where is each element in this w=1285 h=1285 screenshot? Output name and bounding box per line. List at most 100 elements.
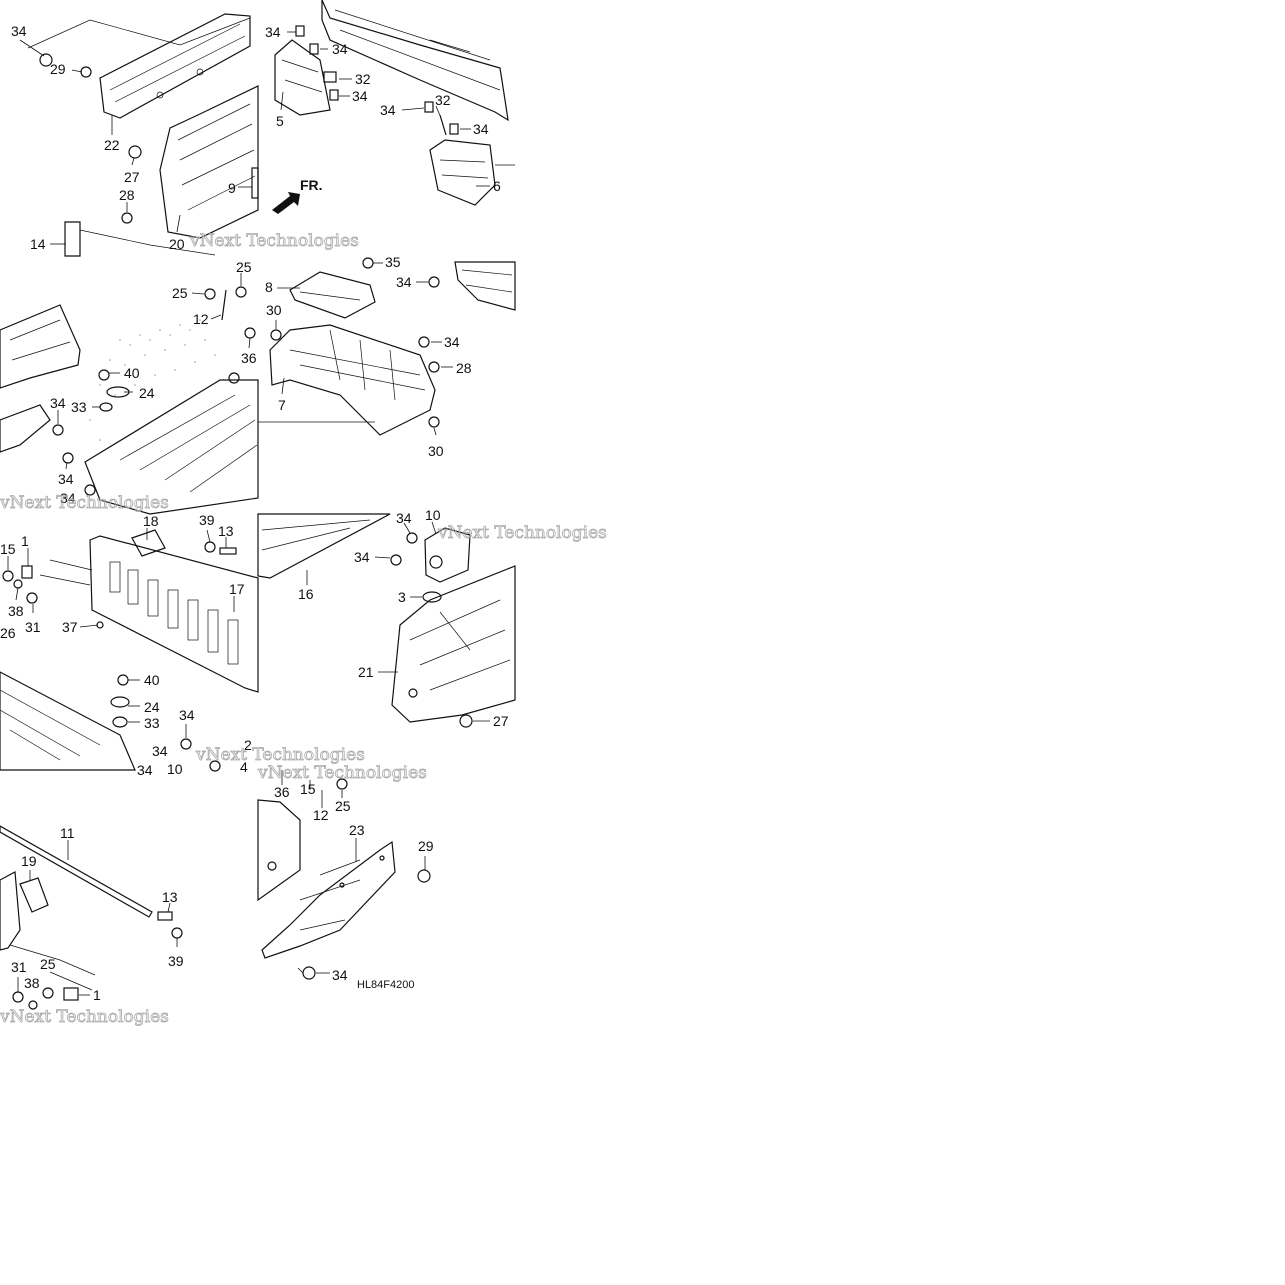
callout-10: 10	[167, 761, 183, 777]
callout-23: 23	[349, 822, 365, 838]
callout-29: 29	[418, 838, 434, 854]
front-direction-arrow	[272, 192, 300, 214]
callout-21: 21	[358, 664, 374, 680]
callout-16: 16	[298, 586, 314, 602]
watermark: vNext Technologies	[189, 231, 359, 251]
callout-34: 34	[380, 102, 396, 118]
callout-30: 30	[428, 443, 444, 459]
callout-34: 34	[354, 549, 370, 565]
callout-30: 30	[266, 302, 282, 318]
watermark: vNext Technologies	[437, 523, 607, 543]
tile-7: 11 19 13 39 31 25 38 1 vNext Technologie…	[0, 825, 184, 1027]
callout-22: 22	[104, 137, 120, 153]
watermark: vNext Technologies	[257, 763, 427, 783]
bed-side-inner-panel	[159, 85, 259, 239]
callout-2: 2	[244, 737, 252, 753]
callout-11: 11	[60, 825, 75, 841]
callout-34: 34	[332, 41, 348, 57]
callout-25: 25	[40, 956, 56, 972]
watermark: vNext Technologies	[195, 745, 365, 765]
callout-7: 7	[278, 397, 286, 413]
callout-19: 19	[21, 853, 37, 869]
watermark: vNext Technologies	[0, 493, 169, 513]
callout-15: 15	[300, 781, 316, 797]
front-bracket-left	[274, 39, 331, 116]
callout-34: 34	[396, 274, 412, 290]
tile-8: 36 15 12 25 23 29 34 HL84F4200 vNext Tec…	[257, 763, 434, 991]
callout-40: 40	[124, 365, 140, 381]
callout-31: 31	[25, 619, 41, 635]
callout-1: 1	[21, 533, 29, 549]
tile-3: 25 25 12 36 40 24 34 33 34 34 vNext Tech…	[0, 259, 259, 515]
callout-14: 14	[30, 236, 46, 252]
bed-floor	[0, 671, 136, 771]
tile-6: 34 10 34 16 3 21 27 vNext Technologies	[257, 507, 607, 729]
side-rail-panel	[99, 13, 251, 119]
callout-38: 38	[8, 603, 24, 619]
callout-25: 25	[335, 798, 351, 814]
tile-4: 35 8 34 30 34 28 7 30	[258, 254, 516, 459]
callout-38: 38	[24, 975, 40, 991]
callout-25: 25	[236, 259, 252, 275]
callout-29: 29	[50, 61, 66, 77]
front-bracket-right	[429, 139, 496, 206]
callout-28: 28	[119, 187, 135, 203]
callout-25: 25	[172, 285, 188, 301]
callout-34: 34	[396, 510, 412, 526]
hinge-bracket	[19, 877, 49, 913]
front-marker: FR.	[300, 177, 323, 193]
callout-34: 34	[11, 23, 27, 39]
bed-side-wall	[0, 304, 81, 389]
callout-18: 18	[143, 513, 159, 529]
fender-side-panel	[391, 565, 516, 723]
callout-33: 33	[144, 715, 160, 731]
callout-10: 10	[425, 507, 441, 523]
callout-27: 27	[493, 713, 509, 729]
callout-17: 17	[229, 581, 245, 597]
callout-36: 36	[241, 350, 257, 366]
callout-34: 34	[179, 707, 195, 723]
callout-37: 37	[62, 619, 78, 635]
callout-31: 31	[11, 959, 27, 975]
floor-side-rail	[257, 513, 391, 579]
callout-12: 12	[313, 807, 329, 823]
callout-34: 34	[137, 762, 153, 778]
callout-20: 20	[169, 236, 185, 252]
rear-latch-bracket	[424, 527, 471, 583]
callout-34: 34	[473, 121, 489, 137]
callout-5: 5	[276, 113, 284, 129]
callout-33: 33	[71, 399, 87, 415]
callout-27: 27	[124, 169, 140, 185]
rear-cover-plate	[289, 271, 376, 319]
dotted-area	[89, 319, 216, 441]
callout-40: 40	[144, 672, 160, 688]
tile-1: 34 29 22 27 28 9 14 20 vNext Technologie…	[11, 13, 359, 257]
callout-8: 8	[265, 279, 273, 295]
callout-1: 1	[93, 987, 101, 1003]
callout-12: 12	[193, 311, 209, 327]
tile-2: FR. 34 34 32 34 5 34 32 34 6	[265, 0, 515, 214]
callout-9: 9	[228, 180, 236, 196]
callout-34: 34	[444, 334, 460, 350]
callout-24: 24	[139, 385, 155, 401]
callout-34: 34	[58, 471, 74, 487]
tailgate	[89, 535, 259, 693]
callout-28: 28	[456, 360, 472, 376]
callout-32: 32	[355, 71, 371, 87]
callout-24: 24	[144, 699, 160, 715]
bed-front-crossmember	[321, 0, 509, 122]
callout-34: 34	[352, 88, 368, 104]
rear-side-rail-panel	[261, 840, 396, 959]
rear-corner-body	[257, 799, 301, 902]
callout-39: 39	[168, 953, 184, 969]
callout-34: 34	[152, 743, 168, 759]
callout-36: 36	[274, 784, 290, 800]
tailgate-rod	[0, 825, 153, 918]
callout-6: 6	[493, 178, 501, 194]
callout-32: 32	[435, 92, 451, 108]
callout-3: 3	[398, 589, 406, 605]
callout-26: 26	[0, 625, 16, 641]
bed-floor	[84, 379, 259, 515]
callout-34: 34	[332, 967, 348, 983]
